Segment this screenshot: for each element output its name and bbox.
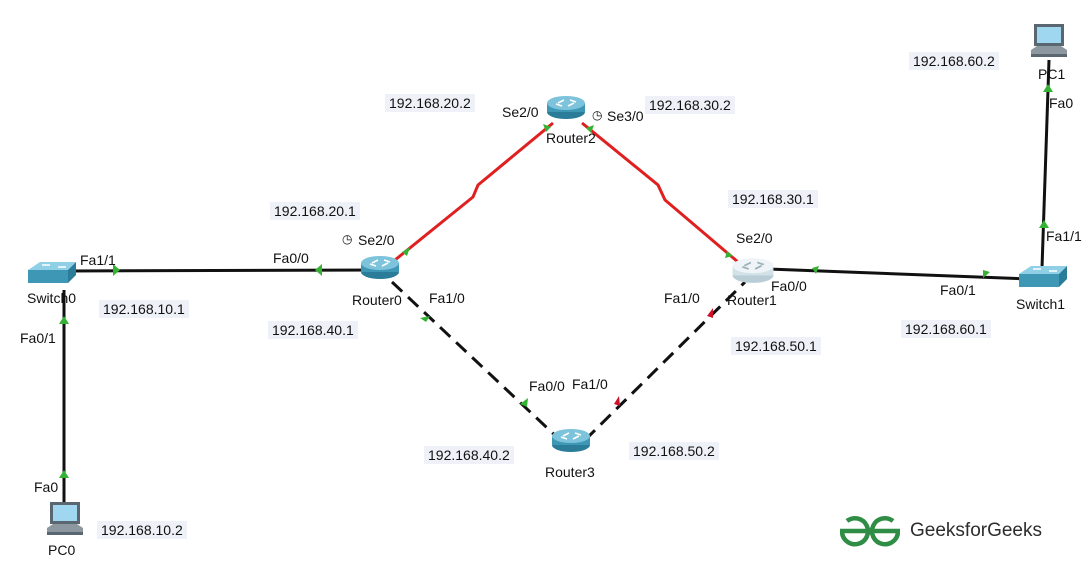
- ip-label: 192.168.50.1: [731, 337, 821, 355]
- port-up-indicator: [1043, 84, 1053, 92]
- clock-icon: ◷: [342, 232, 353, 246]
- interface-label: Fa1/1: [80, 252, 116, 268]
- interface-label: Se2/0: [358, 232, 395, 248]
- pc1-icon[interactable]: [1031, 24, 1067, 63]
- router2-icon[interactable]: [546, 94, 586, 125]
- interface-label: Fa0/0: [771, 278, 807, 294]
- link-switch1-pc1[interactable]: [1040, 59, 1051, 269]
- port-up-indicator: [983, 270, 990, 278]
- router3-label: Router3: [545, 464, 595, 480]
- port-up-indicator: [543, 124, 551, 132]
- ip-label: 192.168.40.2: [424, 446, 514, 464]
- port-up-indicator: [586, 125, 594, 133]
- interface-label: Fa0: [1049, 95, 1074, 111]
- port-up-indicator: [59, 470, 69, 478]
- router0-icon[interactable]: [360, 254, 400, 285]
- geeksforgeeks-logo-icon: [840, 516, 900, 547]
- link-switch0-router0[interactable]: [67, 268, 381, 273]
- port-up-indicator: [520, 398, 528, 407]
- brand-logo: GeeksforGeeks: [840, 514, 1042, 548]
- interface-label: Fa0: [34, 479, 59, 495]
- switch1-icon[interactable]: [1019, 266, 1067, 293]
- switch1-label: Switch1: [1016, 296, 1066, 312]
- interface-label: Fa1/0: [429, 290, 465, 306]
- link-router0-router3[interactable]: [390, 280, 562, 442]
- switch0-label: Switch0: [27, 290, 77, 306]
- ip-label: 192.168.50.2: [629, 442, 719, 460]
- port-down-indicator: [707, 308, 713, 318]
- ip-label: 192.168.30.1: [728, 190, 818, 208]
- link-router2-router1[interactable]: [581, 121, 739, 264]
- port-up-indicator: [725, 251, 733, 258]
- port-up-indicator: [402, 247, 410, 256]
- interface-label: Fa1/1: [1046, 228, 1082, 244]
- port-down-indicator: [614, 396, 620, 406]
- link-router3-router1[interactable]: [583, 280, 747, 442]
- interface-label: Se2/0: [502, 104, 539, 120]
- ip-label: 192.168.60.1: [901, 320, 991, 338]
- link-router1-switch1[interactable]: [767, 267, 1031, 281]
- pc0-label: PC0: [48, 542, 76, 558]
- pc0-icon[interactable]: [47, 502, 83, 541]
- router3-icon[interactable]: [551, 427, 591, 458]
- interface-label: Se3/0: [607, 108, 644, 124]
- ip-label: 192.168.60.2: [909, 52, 999, 70]
- interface-label: Fa1/0: [572, 376, 608, 392]
- link-router0-router2[interactable]: [394, 121, 554, 262]
- router0-label: Router0: [352, 292, 402, 308]
- ip-label: 192.168.10.2: [97, 521, 187, 539]
- interface-label: Se2/0: [736, 230, 773, 246]
- ip-label: 192.168.40.1: [268, 321, 358, 339]
- interface-label: Fa0/1: [940, 282, 976, 298]
- interface-label: Fa0/0: [529, 378, 565, 394]
- port-up-indicator: [1039, 220, 1049, 228]
- port-up-indicator: [113, 264, 120, 276]
- interface-label: Fa0/1: [20, 330, 56, 346]
- port-indicators: [59, 84, 1053, 478]
- router1-icon[interactable]: [731, 256, 775, 289]
- interface-label: Fa1/0: [664, 290, 700, 306]
- router1-label: Router1: [727, 292, 777, 308]
- switch0-icon[interactable]: [28, 262, 76, 289]
- ip-label: 192.168.30.2: [645, 96, 735, 114]
- router2-label: Router2: [546, 130, 596, 146]
- ip-label: 192.168.20.2: [385, 94, 475, 112]
- interface-label: Fa0/0: [273, 250, 309, 266]
- port-up-indicator: [315, 264, 322, 276]
- ip-label: 192.168.20.1: [270, 202, 360, 220]
- clock-icon: ◷: [592, 108, 603, 122]
- port-up-indicator: [420, 316, 430, 322]
- port-up-indicator: [812, 266, 819, 274]
- port-up-indicator: [59, 316, 69, 324]
- pc1-label: PC1: [1038, 66, 1066, 82]
- brand-name: GeeksforGeeks: [910, 520, 1042, 541]
- ip-label: 192.168.10.1: [99, 300, 189, 318]
